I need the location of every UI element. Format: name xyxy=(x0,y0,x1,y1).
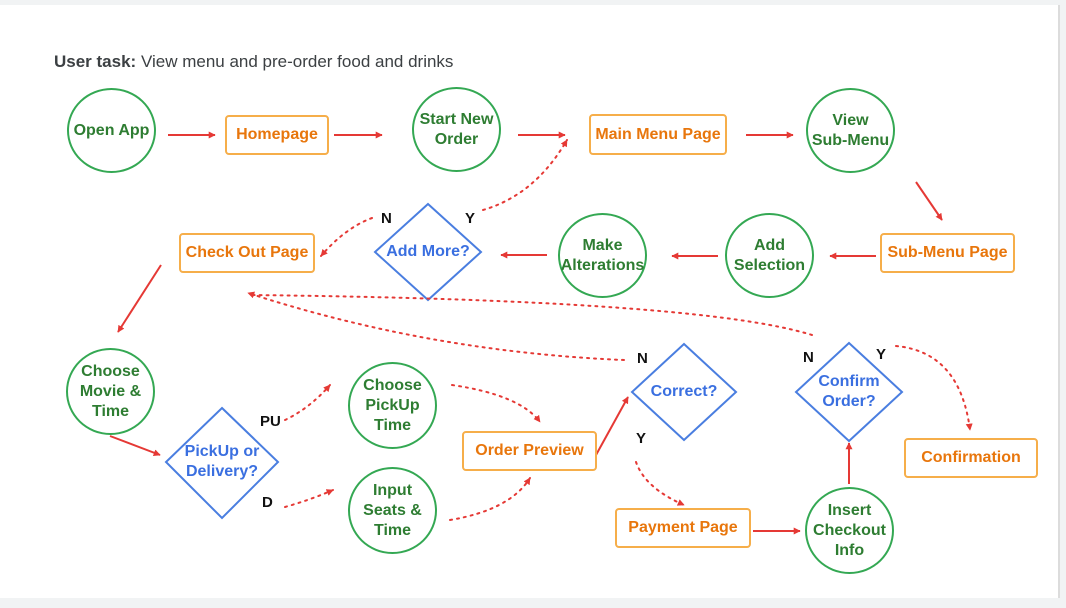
label-correct-no: N xyxy=(637,350,648,367)
dotted-pickup-to-choose-pickup-time xyxy=(284,384,331,421)
confirm-order-diamond xyxy=(794,341,904,443)
node-order-preview: Order Preview xyxy=(462,431,597,471)
label-confirm-no: N xyxy=(803,349,814,366)
title-label: User task: xyxy=(54,52,137,71)
arrow-choose-movie-to-pickup-delivery xyxy=(109,435,161,457)
node-main-menu-page: Main Menu Page xyxy=(589,114,727,155)
add-more-diamond xyxy=(373,202,483,302)
dotted-confirm-yes-to-confirmation xyxy=(895,345,973,431)
title-text: View menu and pre-order food and drinks xyxy=(136,52,454,71)
node-make-alterations: Make Alterations xyxy=(558,213,647,298)
node-input-seats-time: Input Seats & Time xyxy=(348,467,437,554)
dotted-choose-pickup-to-order-preview xyxy=(451,384,541,423)
label-add-more-yes: Y xyxy=(465,210,476,227)
node-check-out-page: Check Out Page xyxy=(179,233,315,273)
arrow-view-sub-menu-to-sub-menu-page xyxy=(915,181,943,221)
node-insert-checkout-info: Insert Checkout Info xyxy=(805,487,894,574)
label-correct-yes: Y xyxy=(636,430,647,447)
dotted-confirm-no-to-check-out xyxy=(249,294,813,336)
pickup-delivery-diamond xyxy=(164,406,280,520)
node-choose-movie-time: Choose Movie & Time xyxy=(66,348,155,435)
label-confirm-yes: Y xyxy=(876,346,887,363)
sheet-edge xyxy=(1058,5,1060,598)
label-delivery: D xyxy=(262,494,273,511)
dotted-add-more-yes-to-main-menu xyxy=(482,139,568,211)
dotted-correct-no-to-check-out xyxy=(247,291,625,361)
dotted-correct-yes-to-payment xyxy=(635,461,685,506)
node-view-sub-menu: View Sub-Menu xyxy=(806,88,895,173)
node-correct: Correct? xyxy=(650,383,718,400)
node-confirm-order: Confirm Order? xyxy=(818,373,880,410)
correct-diamond xyxy=(630,342,738,442)
diagram-title: User task: View menu and pre-order food … xyxy=(54,52,453,72)
dotted-input-seats-to-order-preview xyxy=(449,477,531,521)
node-open-app: Open App xyxy=(67,88,156,173)
arrow-order-preview-to-correct xyxy=(595,396,629,456)
dotted-add-more-no-to-check-out xyxy=(320,217,373,257)
label-pickup: PU xyxy=(260,413,281,430)
node-start-new-order: Start New Order xyxy=(412,87,501,172)
dotted-delivery-to-input-seats xyxy=(284,489,334,508)
label-add-more-no: N xyxy=(381,210,392,227)
arrow-check-out-to-choose-movie xyxy=(117,264,162,333)
node-pickup-or-delivery: PickUp or Delivery? xyxy=(184,443,260,480)
node-sub-menu-page: Sub-Menu Page xyxy=(880,233,1015,273)
node-choose-pickup-time: Choose PickUp Time xyxy=(348,362,437,449)
node-homepage: Homepage xyxy=(225,115,329,155)
node-payment-page: Payment Page xyxy=(615,508,751,548)
node-add-more: Add More? xyxy=(386,243,470,260)
node-add-selection: Add Selection xyxy=(725,213,814,298)
node-confirmation: Confirmation xyxy=(904,438,1038,478)
